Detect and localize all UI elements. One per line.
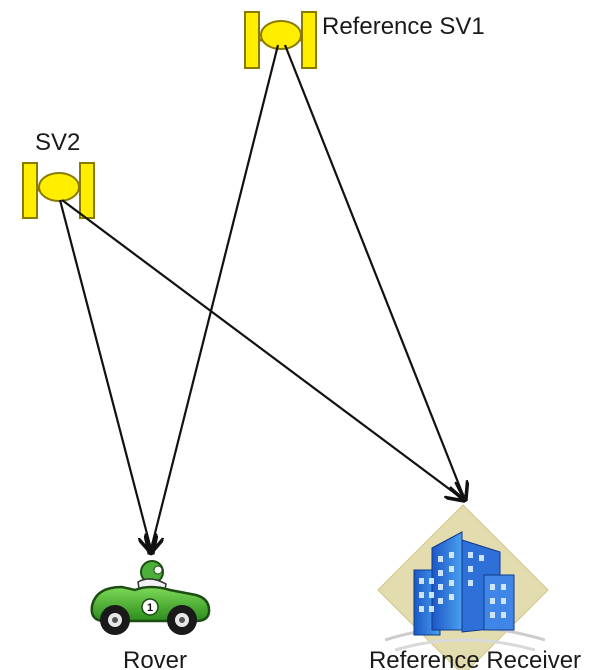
arrow-sv1-to-rover — [150, 44, 280, 553]
car-number: 1 — [147, 602, 153, 614]
reference-receiver: Reference Receiver — [369, 504, 581, 670]
arrow-sv2-to-receiver — [61, 199, 464, 500]
sv2-label: SV2 — [35, 129, 80, 156]
building-icon — [377, 504, 549, 670]
rover: 1 Rover — [90, 560, 211, 670]
satellite-icon — [22, 162, 95, 219]
arrow-sv2-to-rover — [58, 199, 152, 553]
car-wheel-front — [167, 605, 197, 635]
signal-paths — [58, 44, 465, 553]
car-icon: 1 — [90, 560, 211, 635]
car-wheel-rear — [100, 605, 130, 635]
rover-label: Rover — [123, 647, 187, 670]
satellite-sv2: SV2 — [22, 129, 95, 219]
satellite-sv1: Reference SV1 — [244, 11, 485, 69]
satellite-icon — [244, 11, 317, 69]
sv1-label: Reference SV1 — [322, 13, 485, 40]
arrow-sv1-to-receiver — [283, 44, 465, 500]
receiver-label: Reference Receiver — [369, 647, 581, 670]
